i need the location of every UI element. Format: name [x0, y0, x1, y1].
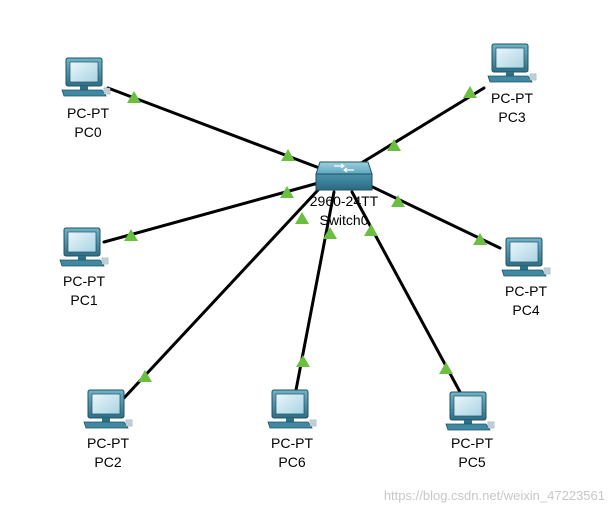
pc-pc4[interactable]: PC-PT PC4: [501, 237, 551, 318]
switch-icon: [315, 161, 373, 191]
link-status-layer: [124, 86, 487, 382]
pc-icon: [487, 43, 537, 83]
link-up-triangle-icon: [439, 362, 453, 374]
link-up-triangle-icon: [391, 195, 405, 207]
pc-model-label: PC-PT: [491, 90, 533, 106]
pc-icon: [59, 227, 109, 267]
switch-model-label: 2960-24TT: [310, 193, 379, 209]
pc-model-label: PC-PT: [451, 435, 493, 451]
switch-name-label: Switch0: [319, 212, 368, 228]
link-up-triangle-icon: [138, 370, 152, 382]
pc-model-label: PC-PT: [505, 283, 547, 299]
link-up-triangle-icon: [473, 233, 487, 245]
link-pc4-switch0[interactable]: [356, 178, 502, 250]
link-up-triangle-icon: [323, 227, 337, 239]
pc-pc1[interactable]: PC-PT PC1: [59, 227, 109, 308]
link-up-triangle-icon: [127, 91, 141, 103]
link-pc5-switch0[interactable]: [350, 190, 462, 394]
pc-model-label: PC-PT: [87, 435, 129, 451]
pc-name-label: PC2: [94, 454, 121, 470]
link-up-triangle-icon: [387, 139, 401, 151]
pc-model-label: PC-PT: [63, 273, 105, 289]
watermark-text: https://blog.csdn.net/weixin_47223561: [383, 488, 605, 503]
link-up-triangle-icon: [124, 229, 138, 241]
pc-pc2[interactable]: PC-PT PC2: [83, 389, 133, 470]
links-layer: [102, 86, 502, 400]
link-up-triangle-icon: [281, 149, 295, 161]
pc-name-label: PC4: [512, 302, 539, 318]
pc-model-label: PC-PT: [271, 435, 313, 451]
link-up-triangle-icon: [280, 186, 294, 198]
pc-pc5[interactable]: PC-PT PC5: [445, 391, 495, 470]
pc-pc3[interactable]: PC-PT PC3: [487, 43, 537, 125]
link-pc2-switch0[interactable]: [122, 188, 320, 400]
link-pc0-switch0[interactable]: [106, 86, 332, 174]
pc-pc6[interactable]: PC-PT PC6: [267, 389, 317, 470]
pc-pc0[interactable]: PC-PT PC0: [61, 57, 111, 140]
pc-name-label: PC6: [278, 454, 305, 470]
pc-icon: [501, 237, 551, 277]
link-up-triangle-icon: [295, 212, 309, 224]
link-pc3-switch0[interactable]: [356, 86, 486, 167]
link-up-triangle-icon: [364, 224, 378, 236]
pc-icon: [445, 391, 495, 431]
pc-name-label: PC3: [498, 109, 525, 125]
pc-model-label: PC-PT: [67, 105, 109, 121]
link-up-triangle-icon: [296, 355, 310, 367]
pc-icon: [267, 389, 317, 429]
pc-name-label: PC0: [74, 124, 101, 140]
switch-switch0[interactable]: 2960-24TT Switch0: [310, 161, 379, 228]
link-up-triangle-icon: [463, 86, 477, 98]
pc-name-label: PC1: [70, 292, 97, 308]
pc-name-label: PC5: [458, 454, 485, 470]
pc-icon: [61, 57, 111, 97]
